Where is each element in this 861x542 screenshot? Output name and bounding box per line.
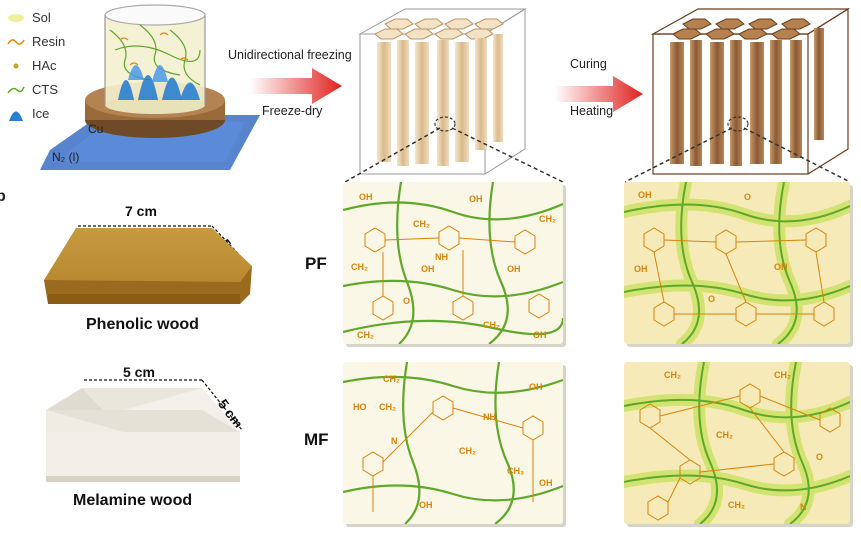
legend-item-hac: HAc — [6, 58, 57, 73]
chem-oh: OH — [419, 500, 433, 510]
legend-label: HAc — [32, 58, 57, 73]
ice-crystal — [180, 82, 200, 100]
row-label-pf: PF — [305, 254, 327, 273]
melamine-width-label: 5 cm — [123, 364, 155, 380]
resin-squiggle-icon — [6, 35, 26, 49]
melamine-dimension-lines — [84, 379, 243, 431]
hac-dot-icon — [6, 59, 26, 73]
melamine-wood-sample — [46, 388, 240, 482]
ice-dome-icon — [6, 107, 26, 121]
legend-item-resin: Resin — [6, 34, 65, 49]
chem-ch2: CH₂ — [351, 262, 368, 272]
cts-wave-icon — [6, 83, 26, 97]
legend-label: Ice — [32, 106, 50, 121]
phenolic-width-label: 7 cm — [125, 203, 157, 219]
copper-label: Cu — [88, 122, 104, 136]
process-arrow-1 — [250, 68, 342, 104]
chem-o: O — [708, 294, 715, 304]
chem-oh: OH — [529, 382, 543, 392]
chem-nh: NH — [435, 252, 448, 262]
chem-oh: OH — [533, 330, 547, 340]
ice-crystal — [118, 80, 134, 100]
legend-label: Resin — [32, 34, 66, 49]
chem-ho: HO — [353, 402, 367, 412]
phenolic-caption: Phenolic wood — [86, 316, 199, 333]
chem-n: N — [800, 502, 807, 512]
chem-nh: NH — [483, 412, 496, 422]
melamine-caption: Melamine wood — [73, 492, 193, 509]
chem-ch2: CH₂ — [728, 500, 745, 510]
chem-ch3: CH₃ — [507, 466, 524, 476]
chem-ch2: CH₂ — [483, 320, 500, 330]
legend-item-ice: Ice — [6, 106, 49, 121]
pf-cured-panel: OH O OH OH O — [624, 182, 850, 344]
chem-n: N — [391, 436, 398, 446]
chem-oh: OH — [539, 478, 553, 488]
chem-ch2: CH₂ — [413, 219, 430, 229]
chem-o: O — [816, 452, 823, 462]
chem-o: O — [744, 192, 751, 202]
chem-ch2: CH₂ — [383, 374, 400, 384]
step1-top-label: Unidirectional freezing — [228, 48, 352, 62]
legend-item-cts: CTS — [6, 82, 58, 97]
chem-ch2: CH₂ — [774, 370, 791, 380]
chem-oh: OH — [507, 264, 521, 274]
process-arrow-2 — [555, 76, 643, 112]
step1-bottom-label: Freeze-dry — [262, 104, 323, 118]
panel-letter-b: b — [0, 188, 6, 205]
chem-o: O — [403, 296, 410, 306]
legend-label: CTS — [32, 82, 58, 97]
chem-oh: OH — [469, 194, 483, 204]
chem-oh: OH — [774, 262, 788, 272]
mf-uncured-panel: CH₂ HO CH₂ OH NH N CH₂ CH₃ OH OH — [343, 362, 563, 524]
pf-uncured-panel: OH CH₂ OH CH₂ CH₂ OH OH NH O CH₂ CH₂ OH — [343, 182, 563, 344]
chem-oh: OH — [634, 264, 648, 274]
nitrogen-label: N₂ (l) — [52, 150, 80, 164]
mf-cured-panel: CH₂ CH₂ CH₂ O CH₂ N — [624, 362, 850, 524]
chem-ch2: CH₂ — [716, 430, 733, 440]
chem-ch2: CH₂ — [539, 214, 556, 224]
chem-ch2: CH₂ — [459, 446, 476, 456]
chem-ch2: CH₂ — [379, 402, 396, 412]
step2-top-label: Curing — [570, 57, 607, 71]
step2-bottom-label: Heating — [570, 104, 614, 118]
legend-label: Sol — [32, 10, 51, 25]
chem-oh: OH — [421, 264, 435, 274]
ice-crystal — [162, 77, 182, 100]
beaker-base — [105, 96, 205, 114]
phenolic-wood-sample — [44, 228, 252, 304]
legend-item-sol: Sol — [6, 10, 51, 25]
sol-swatch-icon — [6, 11, 26, 25]
row-label-mf: MF — [304, 430, 329, 449]
chem-oh: OH — [359, 192, 373, 202]
honeycomb-cured — [650, 7, 851, 175]
chem-oh: OH — [638, 190, 652, 200]
chem-ch2: CH₂ — [664, 370, 681, 380]
legend: Sol Resin HAc CTS Ice — [6, 10, 86, 130]
chem-ch2: CH₂ — [357, 330, 374, 340]
freezing-setup-diagram — [40, 4, 260, 170]
honeycomb-freeze-dried — [358, 8, 527, 175]
